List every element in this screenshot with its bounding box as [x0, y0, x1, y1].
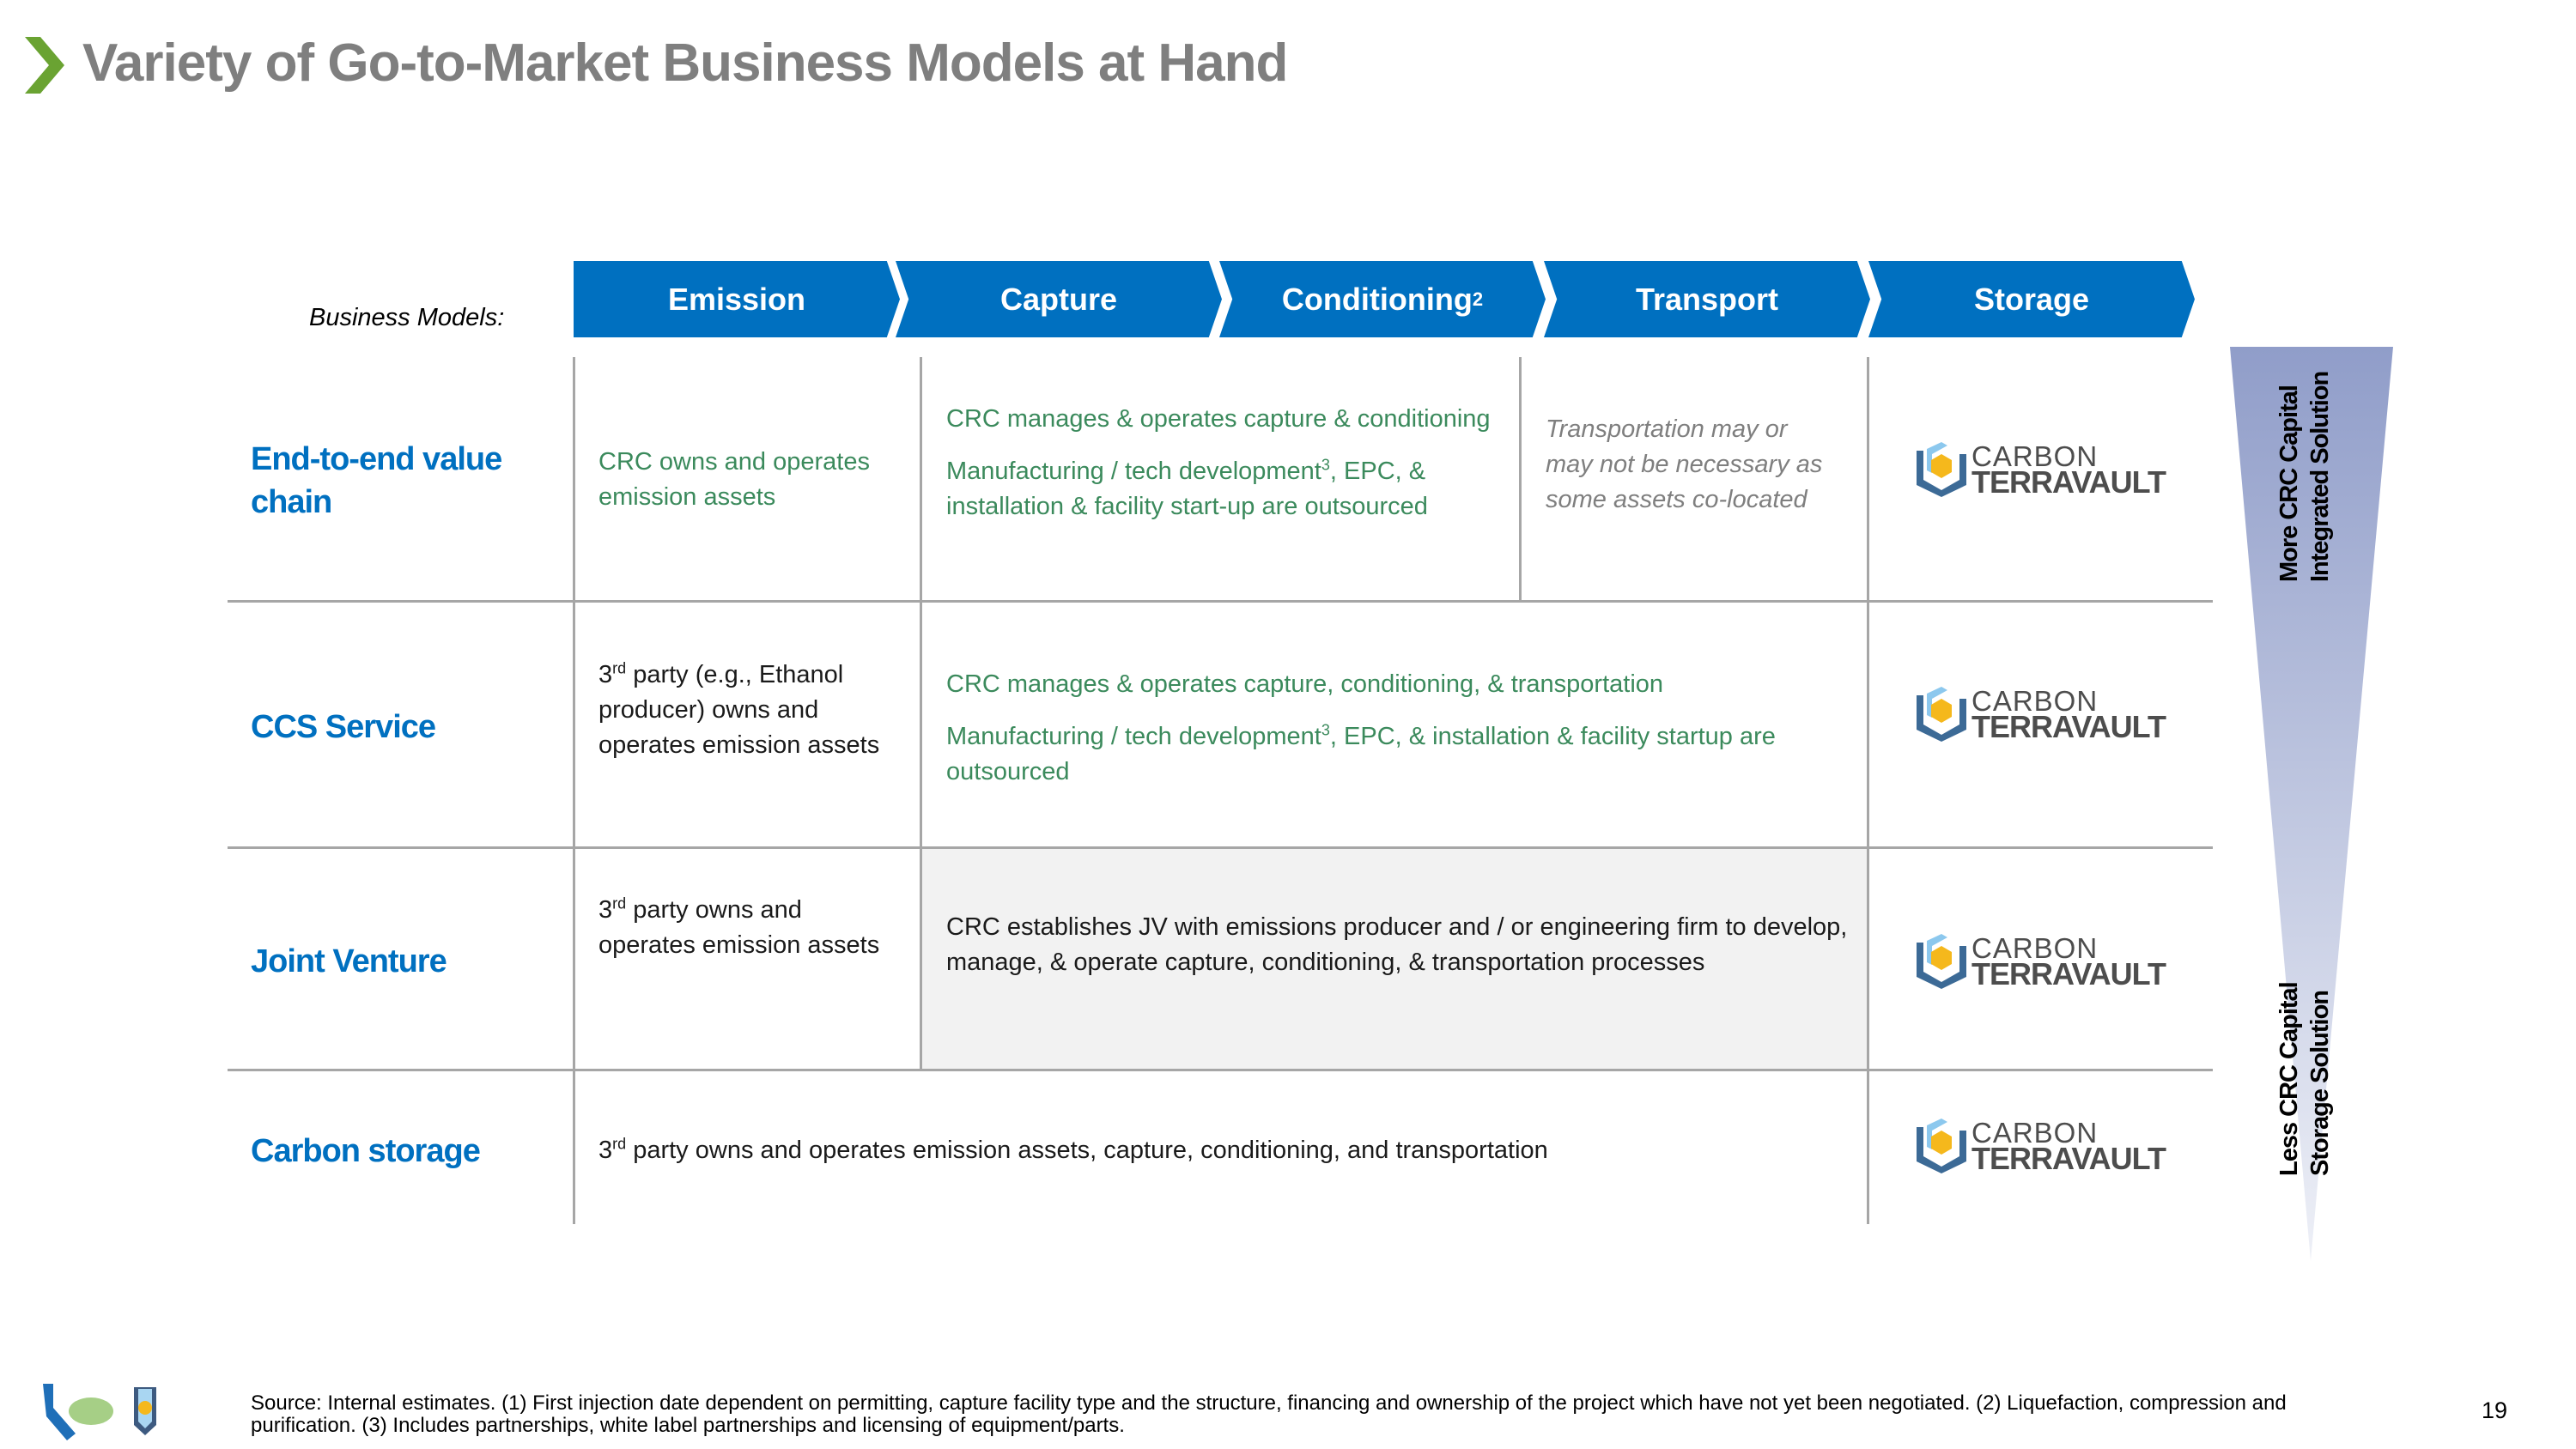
row-label-joint-venture: Joint Venture [251, 943, 447, 979]
logo-text: TERRAVAULT [1971, 464, 2166, 500]
column-divider [920, 357, 922, 1070]
ccs-emission-cell: 3rd party (e.g., Ethanol producer) owns … [598, 658, 908, 763]
logo-text: TERRAVAULT [1971, 709, 2166, 744]
jv-cell-background [920, 848, 1868, 1070]
text: party owns and operates emission assets [598, 896, 880, 959]
superscript: rd [612, 1135, 627, 1153]
stage-emission: Emission [574, 261, 900, 337]
row-divider [228, 600, 2213, 603]
text: CRC manages & operates capture, conditio… [946, 670, 1664, 698]
source-footnote: Source: Internal estimates. (1) First in… [251, 1391, 2287, 1437]
text: Manufacturing / tech development [946, 723, 1321, 750]
stage-label: Storage [1973, 281, 2090, 317]
ccs-capture-transport-cell: CRC manages & operates capture, conditio… [946, 667, 1856, 790]
text: party (e.g., Ethanol producer) owns and … [598, 661, 880, 759]
row-label-end-to-end: End-to-end value chain [251, 441, 502, 520]
stage-storage: Storage [1868, 261, 2195, 337]
terravault-shield-icon [1917, 1119, 1966, 1173]
text: More CRC Capital [2275, 385, 2303, 582]
row-label-carbon-storage: Carbon storage [251, 1133, 481, 1169]
column-divider [1867, 357, 1869, 1224]
logo-text: CARBON [1971, 440, 2099, 472]
capture-text: CRC manages & operates capture & conditi… [946, 405, 1491, 433]
stage-label: Capture [999, 281, 1118, 317]
stage-label: Emission [667, 281, 806, 317]
text: , EPC, & installation & facility start-u… [946, 458, 1428, 520]
outsourced-text: Manufacturing / tech development3, EPC, … [946, 454, 1504, 524]
column-divider [573, 357, 575, 1224]
logo-text: CARBON [1971, 932, 2099, 964]
text: Storage Solution [2306, 991, 2334, 1176]
logo-text: TERRAVAULT [1971, 1141, 2166, 1176]
text: 3 [598, 1137, 613, 1164]
stage-capture: Capture [896, 261, 1222, 337]
stage-label: Transport [1635, 281, 1779, 317]
end-to-end-transport-cell: Transportation may or may not be necessa… [1546, 415, 1823, 513]
terravault-shield-icon [1917, 687, 1966, 742]
text: party owns and operates emission assets,… [626, 1137, 1548, 1164]
text: Manufacturing / tech development [946, 458, 1321, 485]
text: , EPC, & installation & facility startup… [946, 723, 1776, 785]
footnote-marker: 3 [1321, 456, 1330, 474]
title-chevron-icon [25, 37, 64, 94]
terravault-shield-icon [1917, 934, 1966, 989]
logo-text: CARBON [1971, 1117, 2099, 1149]
text: Less CRC Capital [2275, 982, 2303, 1176]
column-divider [1519, 357, 1522, 601]
logo-text: CARBON [1971, 685, 2099, 717]
superscript: rd [612, 659, 627, 677]
end-to-end-capture-cell: CRC manages & operates capture & conditi… [946, 402, 1504, 524]
jv-capture-transport-cell: CRC establishes JV with emissions produc… [946, 913, 1848, 976]
jv-emission-cell: 3rd party owns and operates emission ass… [598, 893, 882, 963]
business-models-label: Business Models: [309, 304, 505, 331]
footnote-marker: 3 [1321, 721, 1330, 739]
stage-label: Conditioning [1281, 281, 1473, 317]
page-title: Variety of Go-to-Market Business Models … [82, 33, 1288, 93]
company-logo-icon [43, 1384, 156, 1440]
text: 3 [598, 896, 613, 924]
row-divider [228, 846, 2213, 849]
outsourced-text: Manufacturing / tech development3, EPC, … [946, 719, 1856, 790]
terravault-shield-icon [1917, 442, 1966, 497]
carbon-storage-cell: 3rd party owns and operates emission ass… [598, 1133, 1852, 1168]
row-divider [228, 1069, 2213, 1071]
logo-text: TERRAVAULT [1971, 956, 2166, 991]
capital-scale-triangle [2230, 347, 2393, 1261]
page-number: 19 [2482, 1397, 2508, 1423]
end-to-end-emission-cell: CRC owns and operates emission assets [598, 448, 870, 511]
text: 3 [598, 661, 613, 688]
superscript: rd [612, 894, 627, 912]
stage-transport: Transport [1544, 261, 1870, 337]
text: Integrated Solution [2306, 371, 2334, 582]
row-label-ccs-service: CCS Service [251, 709, 436, 745]
